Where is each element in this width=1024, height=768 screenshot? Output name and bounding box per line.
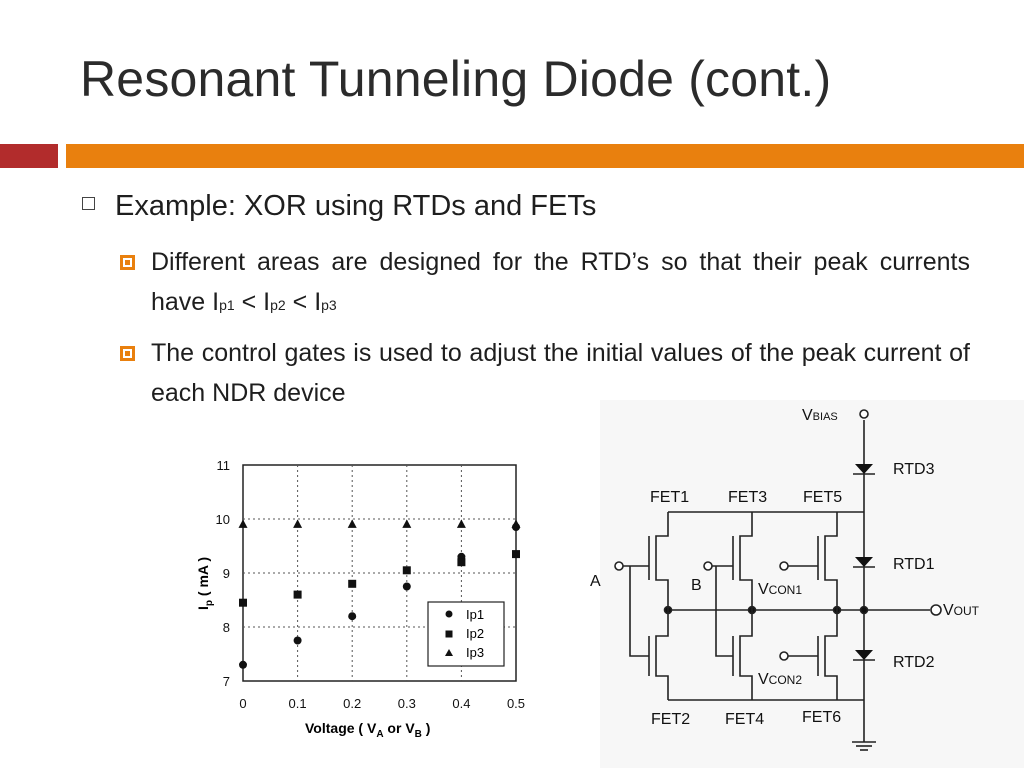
x-tick-labels: 0 0.1 0.2 0.3 0.4 0.5 — [239, 696, 525, 711]
fet3-label: FET3 — [728, 489, 767, 506]
peak-current-chart: 7 8 9 10 11 0 0.1 0.2 0.3 0.4 0.5 Voltage ( VA or… — [195, 458, 525, 740]
x-tick-label: 0 — [239, 696, 246, 711]
sub-p2: p2 — [270, 297, 286, 313]
vcon1-label: VCON1 — [758, 581, 802, 598]
vout-label: VOUT — [943, 602, 980, 619]
fet4-channel — [739, 610, 753, 700]
fet3-channel — [739, 512, 753, 610]
areas-text: Different areas are designed for the RTD… — [151, 248, 970, 316]
bullet-level2-gates-text: The control gates is used to adjust the … — [151, 339, 970, 407]
rtd2-label: RTD2 — [893, 654, 935, 671]
input-a-wire-lower — [629, 566, 649, 657]
hollow-square-bullet-icon — [82, 197, 95, 210]
fet6-channel — [824, 610, 838, 700]
accent-bar-red — [0, 144, 58, 168]
circuit-scan-background — [600, 400, 1024, 768]
vcon2-label: VCON2 — [758, 671, 802, 688]
legend-circle-marker — [445, 610, 453, 618]
legend-label-ip2: Ip2 — [466, 626, 484, 641]
fet1-channel — [655, 512, 669, 610]
chart-legend: Ip1 Ip2 Ip3 — [427, 601, 505, 667]
input-a-label: A — [590, 573, 601, 590]
y-axis-label: Ip ( mA ) — [195, 557, 215, 610]
vcon2-terminal — [779, 651, 789, 661]
rtd3-label: RTD3 — [893, 461, 935, 478]
bullet-level1-text: Example: XOR using RTDs and FETs — [115, 190, 597, 222]
orange-square-bullet-icon — [120, 346, 135, 361]
input-b-wire-lower — [715, 566, 733, 657]
vbias-label: VBIAS — [802, 407, 838, 424]
xor-circuit — [600, 400, 1024, 768]
orange-square-bullet-icon — [120, 255, 135, 270]
circuit-labels: VBIAS RTD3 RTD1 RTD2 FET1 FET3 FET5 FET2… — [590, 407, 980, 728]
node-dot-4 — [859, 605, 869, 615]
y-tick-labels: 7 8 9 10 11 — [216, 458, 230, 689]
fet2-channel — [655, 610, 669, 700]
y-tick-label: 11 — [217, 458, 231, 473]
x-axis-label: Voltage ( VA or VB ) — [305, 720, 430, 740]
rtd1-label: RTD1 — [893, 556, 935, 573]
point-ip2 — [457, 558, 466, 567]
point-ip3 — [347, 519, 357, 528]
fet4-label: FET4 — [725, 711, 764, 728]
bullet-level2-areas: Different areas are designed for the RTD… — [120, 242, 970, 325]
point-ip2 — [239, 598, 247, 607]
lt-2: < I — [285, 288, 322, 316]
chart-marks — [238, 519, 521, 669]
point-ip3 — [511, 519, 521, 528]
vcon1-terminal — [779, 561, 789, 571]
legend-box — [427, 601, 505, 667]
point-ip2 — [402, 566, 411, 575]
y-tick-label: 7 — [223, 674, 230, 689]
point-ip3 — [238, 519, 248, 528]
point-ip1 — [348, 612, 357, 621]
bullet-level2-gates: The control gates is used to adjust the … — [120, 333, 970, 413]
x-tick-label: 0.5 — [507, 696, 525, 711]
rtd3-diode-icon — [855, 464, 873, 474]
sub-p1: p1 — [219, 297, 235, 313]
x-tick-label: 0.4 — [452, 696, 470, 711]
legend-square-marker — [445, 630, 453, 638]
vout-terminal — [930, 604, 942, 616]
rtd1-diode-icon — [855, 557, 873, 567]
fet1-label: FET1 — [650, 489, 689, 506]
legend-label-ip1: Ip1 — [466, 607, 484, 622]
fet5-channel — [824, 512, 838, 610]
fet6-label: FET6 — [802, 709, 841, 726]
vbias-terminal — [859, 409, 869, 419]
x-tick-label: 0.3 — [398, 696, 416, 711]
point-ip3 — [456, 519, 466, 528]
y-tick-label: 8 — [223, 620, 230, 635]
point-ip2 — [512, 550, 520, 559]
bullet-level1: Example: XOR using RTDs and FETs — [82, 190, 596, 223]
x-tick-label: 0.1 — [289, 696, 307, 711]
point-ip1 — [293, 636, 302, 645]
input-b-terminal — [703, 561, 713, 571]
input-b-label: B — [691, 577, 702, 594]
point-ip1 — [402, 582, 411, 591]
point-ip3 — [293, 519, 303, 528]
accent-bar-orange — [66, 144, 1024, 168]
rtd2-diode-icon — [855, 650, 873, 660]
lt-1: < I — [234, 288, 271, 316]
bullet-level2-areas-text: Different areas are designed for the RTD… — [151, 242, 970, 325]
input-a-terminal — [614, 561, 624, 571]
point-ip2 — [348, 579, 357, 588]
fet2-label: FET2 — [651, 711, 690, 728]
sub-p3: p3 — [321, 297, 337, 313]
point-ip1 — [239, 660, 247, 669]
legend-triangle-marker — [445, 649, 453, 656]
fet-top-row — [648, 512, 838, 610]
y-tick-label: 9 — [223, 566, 230, 581]
point-ip2 — [293, 590, 302, 599]
slide-title: Resonant Tunneling Diode (cont.) — [80, 51, 832, 107]
y-tick-label: 10 — [216, 512, 230, 527]
fet5-label: FET5 — [803, 489, 842, 506]
x-tick-label: 0.2 — [343, 696, 361, 711]
point-ip3 — [402, 519, 412, 528]
legend-label-ip3: Ip3 — [466, 645, 484, 660]
